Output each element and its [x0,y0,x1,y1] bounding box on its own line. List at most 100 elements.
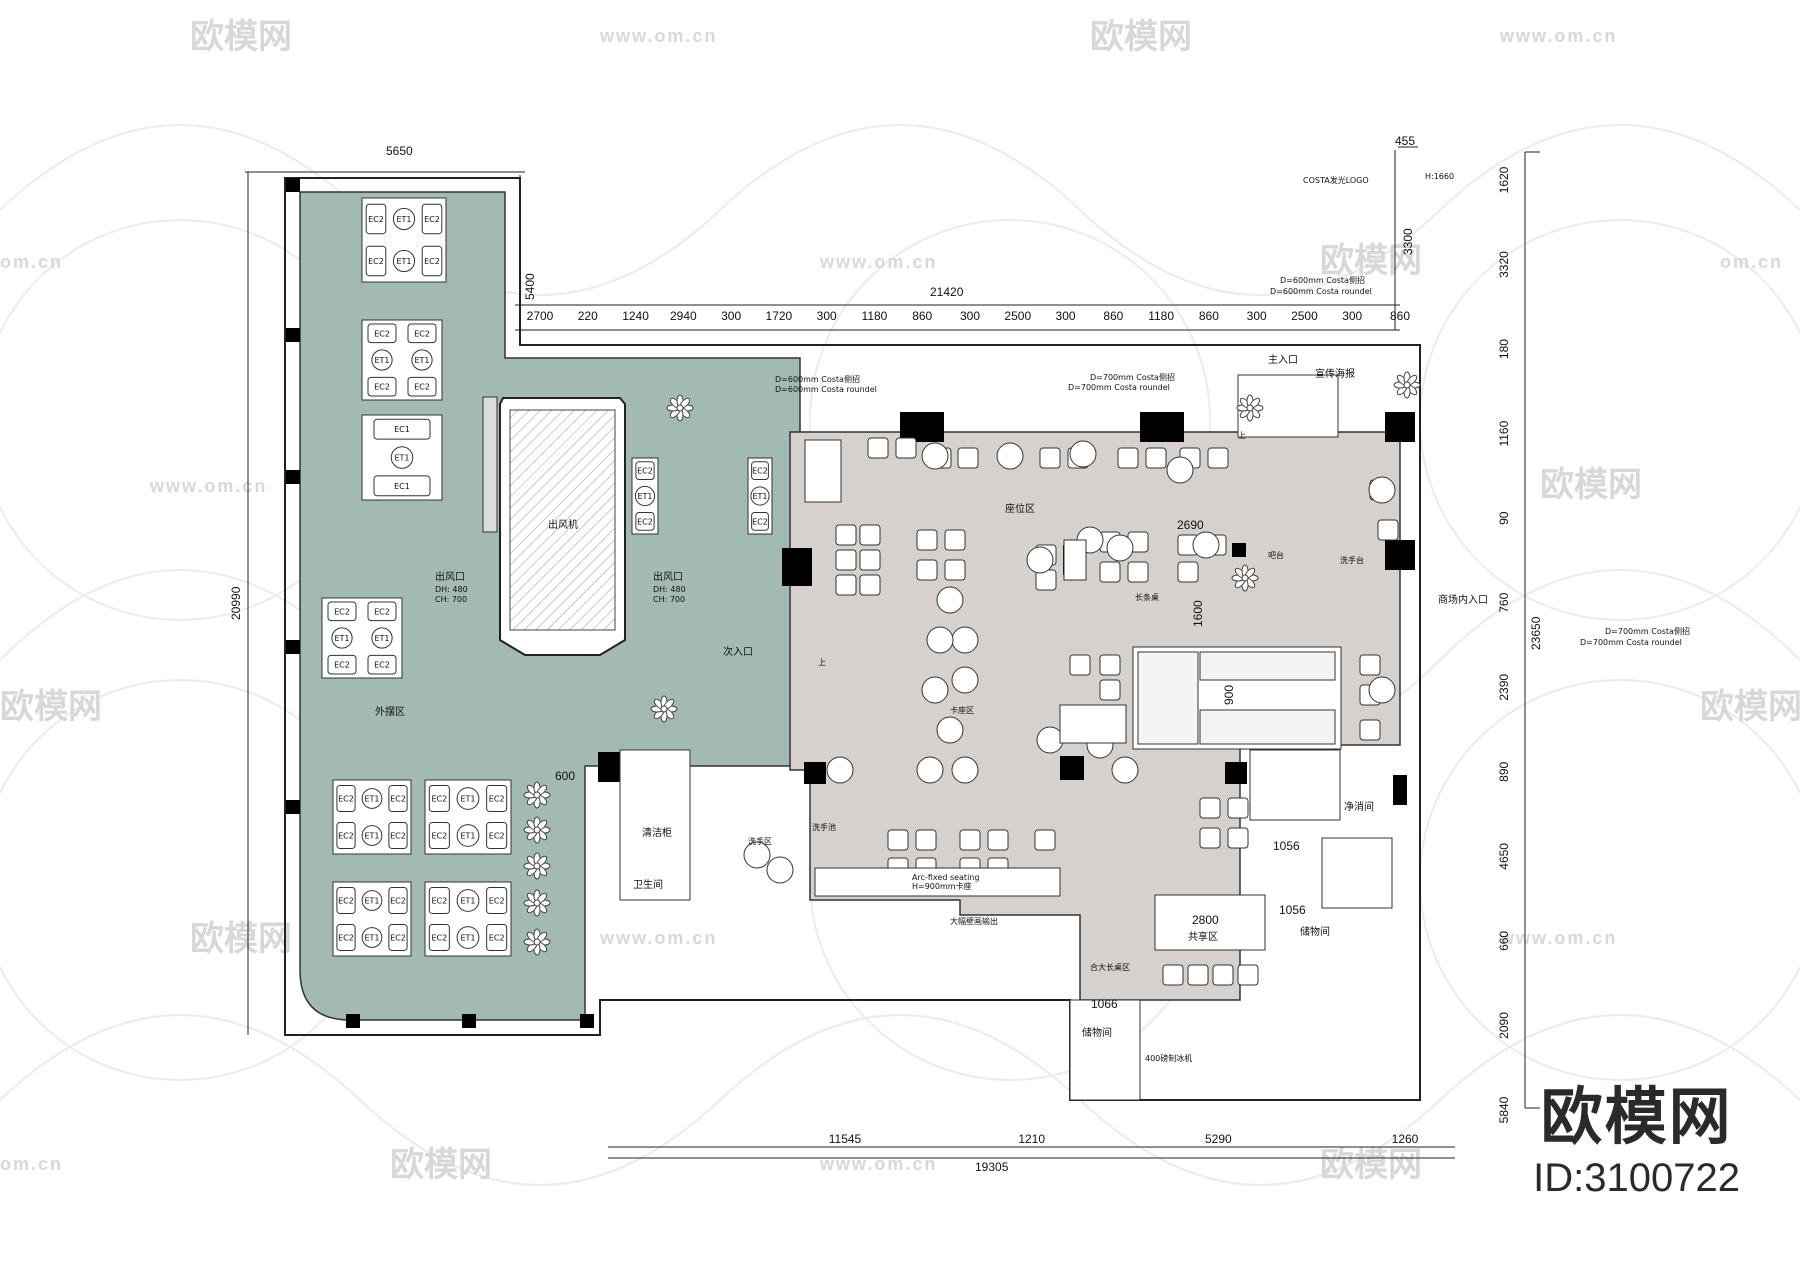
table-code: EC2 [374,329,390,338]
round-table [331,627,353,649]
bar-counter-inner [1137,651,1199,745]
sofa [804,439,842,503]
table-code: ET1 [374,634,389,643]
column [1385,540,1415,570]
table-code: ET1 [396,215,411,224]
column [346,1014,360,1028]
table-code: EC2 [637,517,653,526]
table-code: EC2 [424,215,440,224]
table-code: EC2 [431,795,447,804]
table-code: EC2 [431,832,447,841]
column [900,412,944,442]
dim-segment: 860 [1199,309,1219,323]
dim-segment: 300 [721,309,741,323]
service-block [619,646,1393,1101]
roundel-label: D=700mm Costa侧招 [1605,626,1690,636]
dim-segment: 2500 [1291,309,1318,323]
round-table [1368,676,1396,704]
chair [367,654,397,675]
watermark-url: om.cn [0,252,63,272]
round-table [456,787,480,810]
chair [957,447,979,469]
table-code: ET1 [460,832,475,841]
table-code: EC2 [338,934,354,943]
costa-logo-label: COSTA发光LOGO [1303,175,1369,185]
round-table [951,756,979,784]
round-table [390,446,414,469]
table-code: ET1 [334,634,349,643]
column [286,178,300,192]
chair [428,822,450,849]
roundel-label: D=700mm Costa侧招 [1090,372,1175,382]
chair [1099,654,1121,676]
share-area-label: 共享区 [1188,930,1218,943]
table-code: EC2 [414,383,430,392]
watermark-brand: 欧模网 [0,687,102,727]
dim-inner: 1056 [1279,903,1306,917]
chair [388,822,408,849]
dim-segment: 2090 [1497,1012,1511,1039]
ice-room [1069,999,1141,1101]
dim-segment: 660 [1497,931,1511,951]
chair [835,524,857,546]
chair [944,529,966,551]
up-label: 上 [818,658,826,667]
seating-area-label: 座位区 [1005,502,1035,515]
chair [388,887,408,914]
chair [859,524,881,546]
chair [859,574,881,596]
chair [1212,964,1234,986]
chair [373,418,431,440]
plant [1236,394,1264,422]
arc-seating-h-label: H=900mm卡座 [912,881,972,891]
chair [1127,561,1149,583]
dim-segment: 2940 [670,309,697,323]
plant [523,781,551,809]
dim-segment: 90 [1497,511,1511,525]
round-table [392,207,416,231]
chair [751,461,769,481]
chair [1099,679,1121,701]
watermark-brand: 欧模网 [190,17,292,57]
chair [1034,829,1056,851]
watermark-brand: 欧模网 [190,919,292,959]
plant [523,852,551,880]
table-code: ET1 [364,832,379,841]
arc-seating-label: Arc-fixed seating [912,873,979,882]
dim-top-total: 21420 [930,285,964,299]
chair [867,437,889,459]
mall-entrance-label: 商场内入口 [1438,593,1488,606]
chair [365,203,387,235]
air-out-spec: DH: 480 [435,585,468,594]
round-table [951,666,979,694]
chair [336,822,356,849]
dim-segment: 1620 [1497,166,1511,193]
table-code: EC2 [338,832,354,841]
chair [1359,654,1381,676]
dim-segment: 760 [1497,592,1511,612]
table-code: EC2 [489,832,505,841]
chair [1187,964,1209,986]
table-code: ET1 [374,356,389,365]
table-code: ET1 [396,257,411,266]
plant [523,889,551,917]
round-table [936,586,964,614]
big-table [1154,894,1266,951]
table-code: EC2 [374,383,390,392]
columns [286,178,1415,1028]
dim-segment: 890 [1497,761,1511,781]
air-out-label: 出风口 [653,570,683,583]
watermark-brand: 欧模网 [1320,1145,1422,1185]
table-code: ET1 [364,795,379,804]
dim-segment: 1210 [1018,1132,1045,1146]
watermark-brand: 欧模网 [1090,17,1192,57]
watermark-brand: 欧模网 [1540,465,1642,505]
chair [428,887,450,914]
chair [388,924,408,951]
chair [421,203,443,235]
clean-room-label: 净消间 [1344,800,1374,813]
